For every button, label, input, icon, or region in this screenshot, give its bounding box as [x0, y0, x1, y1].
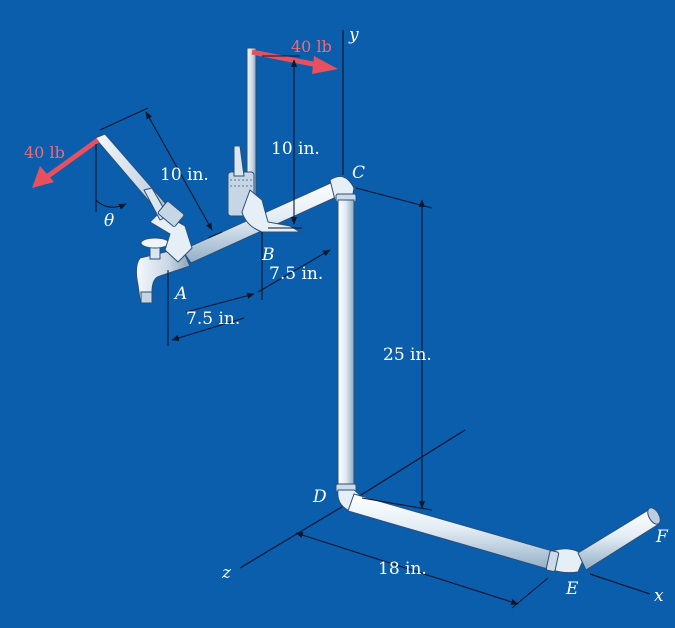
dim-cd-label: 25 in. — [383, 345, 432, 365]
dim-ab-x-label: 7.5 in. — [269, 264, 323, 284]
wrench-b-jaw — [241, 189, 302, 233]
point-d-label: D — [312, 487, 327, 507]
wrench-b-hook — [233, 145, 245, 177]
dim-ab-x-line — [257, 249, 331, 293]
theta-label: θ — [104, 211, 114, 231]
force-left: 40 lb — [24, 137, 100, 188]
force-left-shaft — [46, 137, 100, 179]
dim-wrench-a-ext2 — [207, 231, 223, 239]
dim-ab-z-label: 7.5 in. — [186, 309, 240, 329]
point-e-label: E — [565, 579, 579, 599]
force-right: 40 lb — [251, 37, 338, 74]
wrench-b — [227, 47, 302, 233]
pipe-cd — [337, 199, 355, 489]
faucet-spout — [140, 291, 153, 304]
point-labels: A B C D E F — [173, 163, 669, 599]
dim-cd-ext-top — [355, 187, 433, 209]
dim-ab-z-line — [171, 317, 245, 341]
theta-arc — [95, 199, 127, 210]
force-right-label: 40 lb — [291, 37, 332, 56]
y-axis-label: y — [348, 25, 359, 45]
dim-de-line — [295, 532, 519, 605]
x-axis — [589, 573, 651, 595]
dim-wrench-b-label: 10 in. — [271, 139, 320, 159]
z-axis-label: z — [221, 563, 232, 583]
faucet-handle — [140, 237, 170, 249]
point-f-label: F — [655, 527, 669, 547]
x-axis-label: x — [654, 586, 664, 606]
dim-ab-x-line-2 — [185, 292, 255, 313]
pipe-end-f — [647, 507, 661, 525]
dim-wrench-a-ext1 — [99, 107, 149, 131]
z-axis — [239, 504, 346, 569]
dim-de-label: 18 in. — [378, 559, 427, 579]
dimensions: θ 10 in. 10 in. 7.5 in. 7.5 in. 25 in. 1… — [95, 55, 549, 609]
force-left-label: 40 lb — [24, 143, 65, 162]
z-axis-extension — [344, 429, 466, 506]
force-left-head — [32, 166, 54, 188]
force-right-shaft — [251, 49, 319, 68]
pipe-ef — [577, 508, 660, 571]
force-right-head — [312, 56, 338, 74]
point-b-label: B — [261, 245, 275, 265]
axes: y z x — [221, 25, 664, 606]
point-a-label: A — [173, 284, 187, 304]
dim-wrench-a-line — [145, 111, 213, 231]
point-c-label: C — [352, 163, 365, 183]
dim-wrench-a-label: 10 in. — [160, 165, 209, 185]
collar-e — [545, 550, 560, 572]
